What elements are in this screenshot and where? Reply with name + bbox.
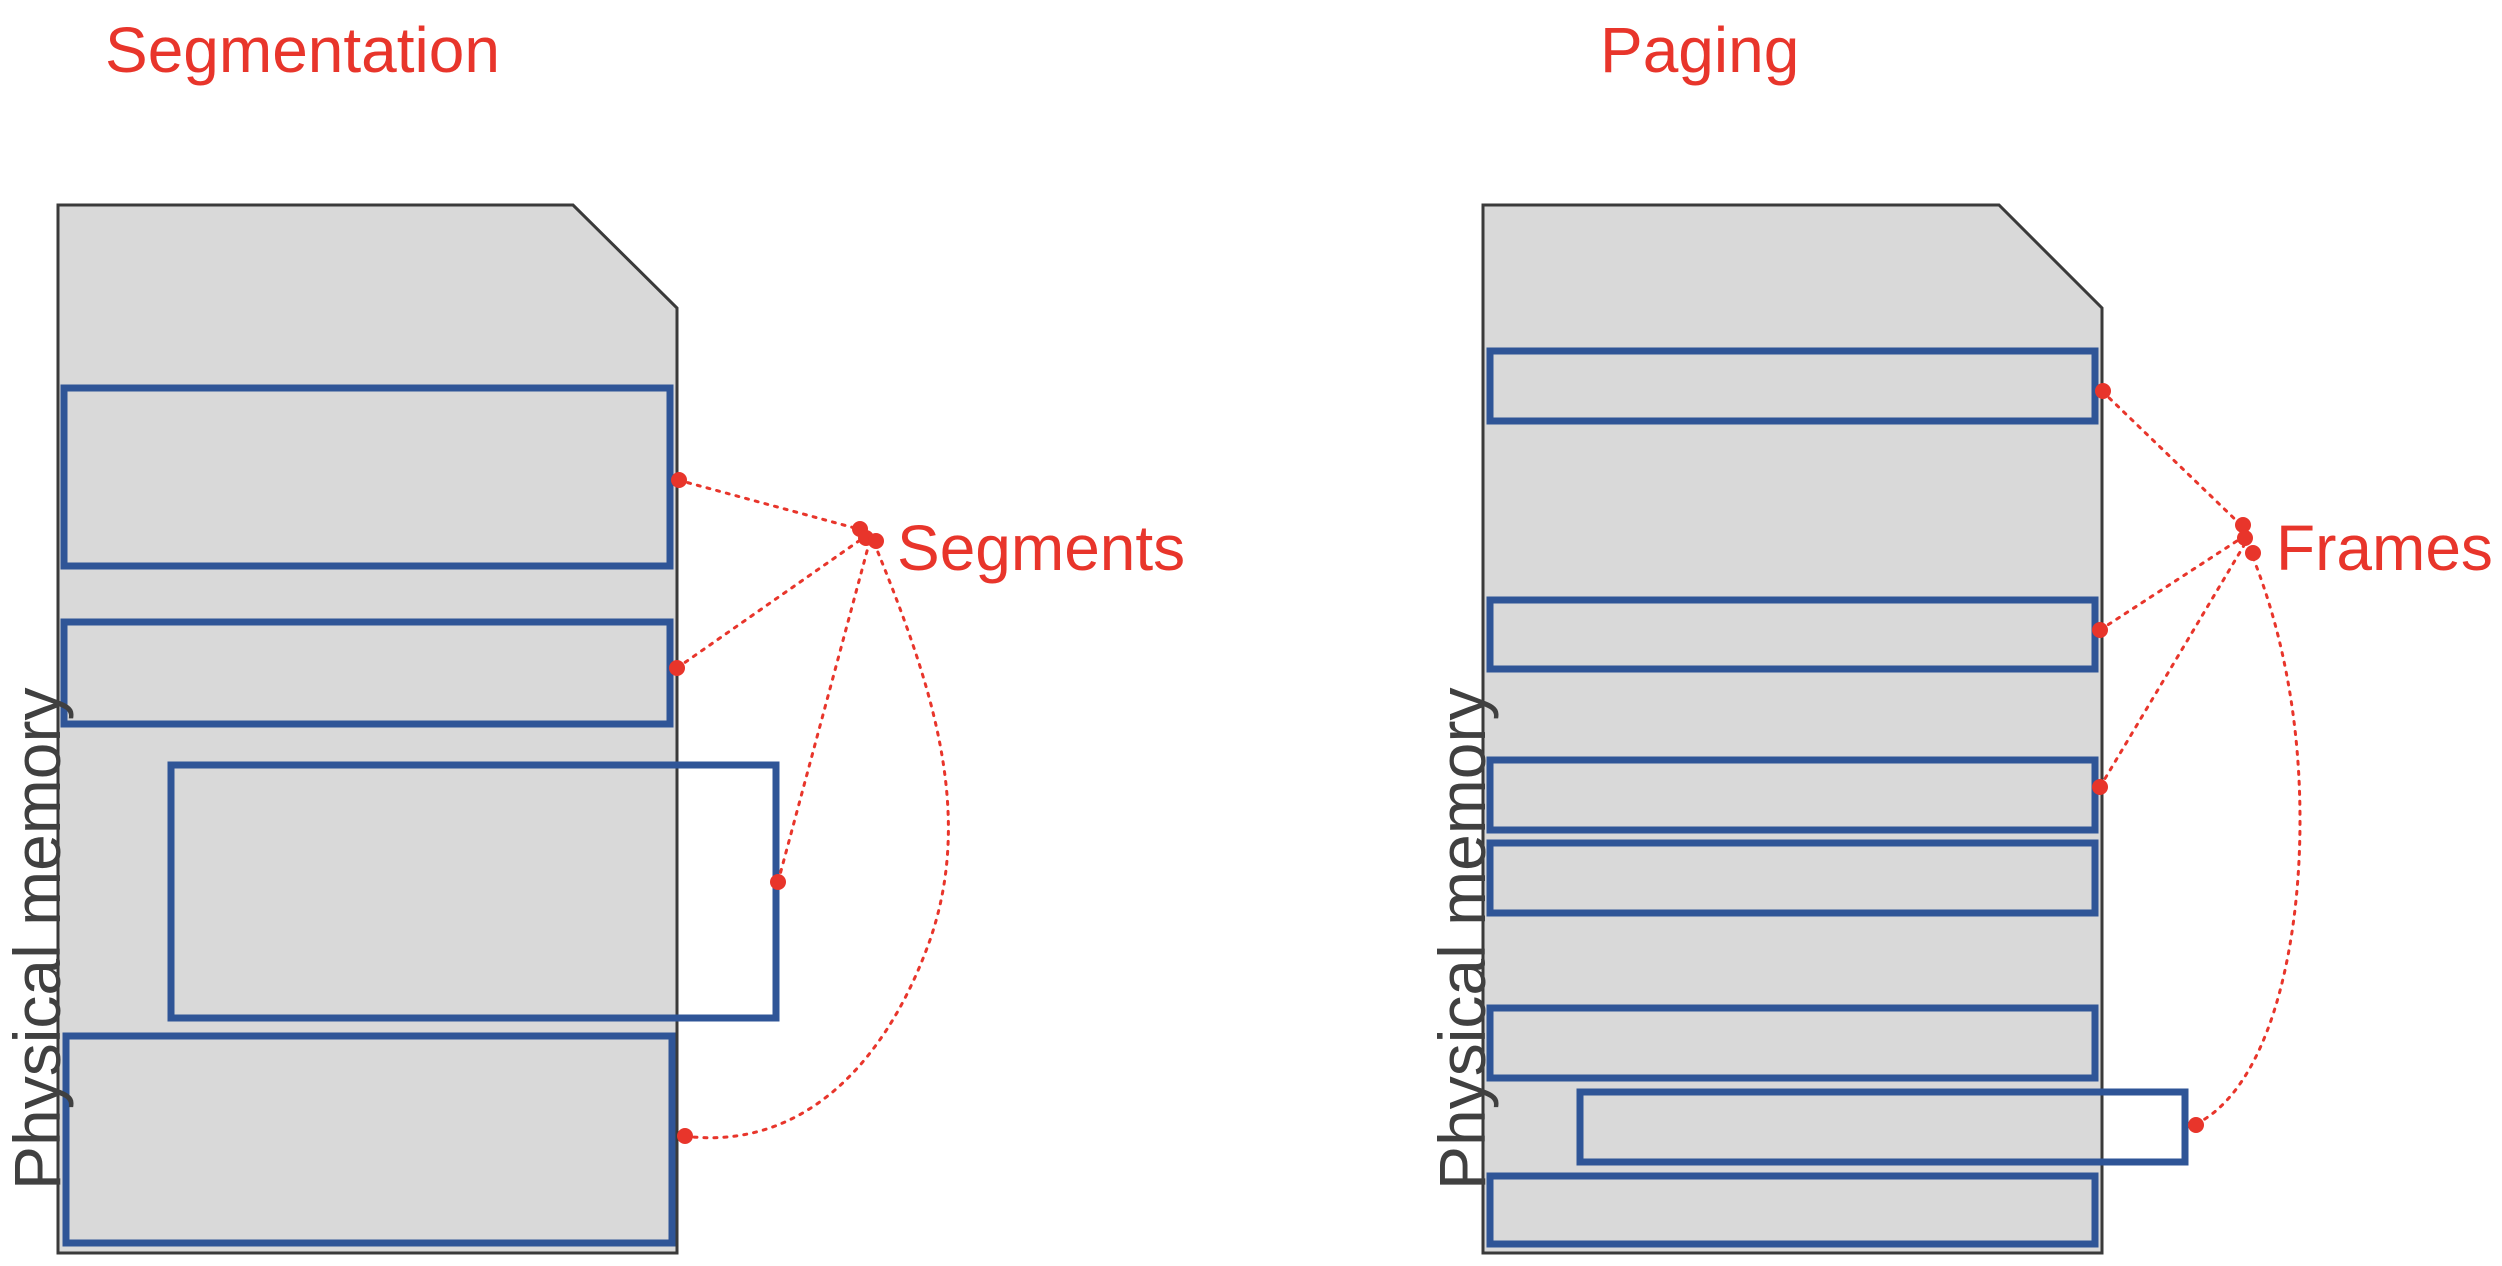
frames-leader-2 [2098, 535, 2245, 632]
segment-block-2 [60, 618, 674, 728]
frame-block-3 [1486, 756, 2099, 834]
frames-dot [2245, 545, 2261, 561]
segments-leader-2 [675, 534, 868, 670]
frames-leader-lines [2098, 389, 2302, 1126]
frames-dot [2092, 622, 2108, 638]
segments-dot [671, 472, 687, 488]
frames-dots [2092, 383, 2261, 1133]
segmentation-side-label: Physical memory [0, 688, 74, 1190]
frames-leader-1 [2100, 389, 2245, 529]
segments-leader-3 [776, 538, 872, 884]
segment-block-1 [60, 384, 674, 570]
segmentation-physical-memory [56, 203, 679, 1255]
frame-block-6 [1576, 1088, 2189, 1166]
paging-side-label: Physical memory [1425, 688, 1499, 1190]
frames-dot [2092, 779, 2108, 795]
segment-block-3 [167, 761, 780, 1022]
frames-callout-label: Frames [2276, 512, 2493, 584]
frames-dot [2237, 530, 2253, 546]
frames-dot [2235, 517, 2251, 533]
segments-dot [868, 533, 884, 549]
segmentation-panel: Segmentation Segments Physical memory [0, 14, 1185, 1255]
frame-block-7 [1486, 1172, 2099, 1248]
segments-callout-label: Segments [897, 512, 1185, 584]
paging-physical-memory [1481, 203, 2104, 1255]
segments-dot [770, 874, 786, 890]
paging-title: Paging [1600, 14, 1799, 86]
frame-block-4 [1486, 839, 2099, 917]
segments-leader-4 [682, 543, 950, 1140]
segments-dot [677, 1128, 693, 1144]
frames-dot [2095, 383, 2111, 399]
segment-block-4 [62, 1032, 676, 1247]
segments-dot [669, 660, 685, 676]
frame-block-1 [1486, 347, 2099, 425]
segments-dots [669, 472, 884, 1144]
segmentation-title: Segmentation [105, 14, 500, 86]
frames-dot [2188, 1117, 2204, 1133]
frame-block-5 [1486, 1004, 2099, 1082]
frames-leader-4 [2194, 553, 2302, 1126]
segments-leader-1 [676, 478, 864, 532]
frames-leader-3 [2098, 540, 2248, 789]
segments-leader-lines [675, 478, 950, 1140]
paging-panel: Paging Frames Physical memory [1425, 14, 2493, 1255]
